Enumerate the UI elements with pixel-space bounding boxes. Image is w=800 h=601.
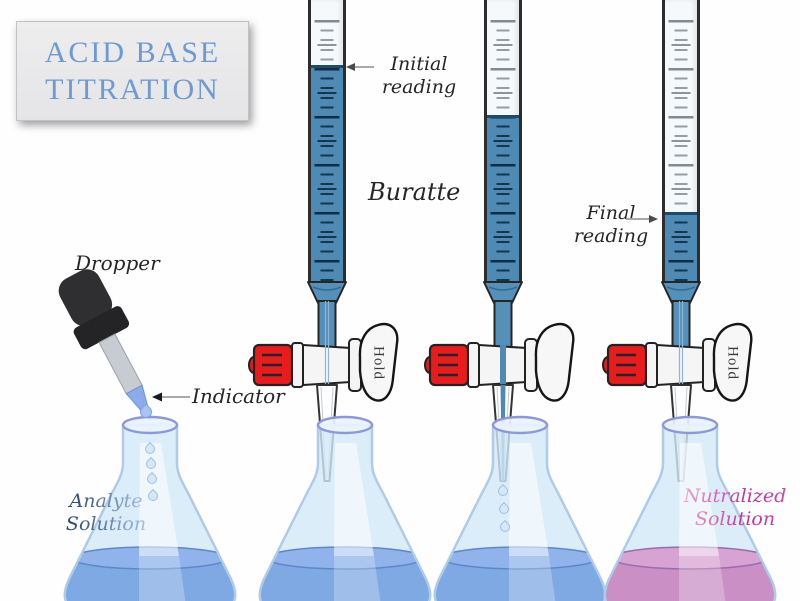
dropper-collar [73, 306, 130, 350]
burette-neck [493, 300, 513, 350]
bore-lines [678, 301, 684, 385]
glass-joint-line [312, 286, 342, 291]
flask-outline [258, 423, 432, 601]
burette-tube [662, 0, 700, 283]
stopcock-plug-ridges [262, 353, 282, 377]
flask-mouth [316, 415, 374, 435]
label-analyte-solution: Analyte Solution [58, 490, 154, 536]
liquid-stream [500, 345, 506, 385]
glass-highlight [139, 443, 179, 556]
stopcock-plug-ridges [616, 353, 636, 377]
glass-highlight [139, 556, 187, 601]
glass-highlight [334, 556, 382, 601]
page-title-line2: TITRATION [45, 73, 220, 106]
stopcock-assembly: Hold [602, 281, 753, 482]
flask-outline [63, 423, 237, 601]
arrow-initial-reading [346, 63, 374, 71]
neutralized-flask [603, 415, 777, 601]
flask-mouth [121, 415, 179, 435]
dropper-bulb [58, 269, 113, 327]
glass-highlight [509, 556, 557, 601]
flask-outline [433, 423, 607, 601]
label-dropper: Dropper [75, 251, 160, 275]
stopcock-handle-label: Hold [725, 346, 741, 380]
label-indicator: Indicator [192, 384, 285, 408]
analyte-flask [63, 415, 237, 601]
flask-under-open-burette [433, 415, 607, 601]
flask-mouth [661, 415, 719, 435]
stopcock-body [302, 344, 352, 386]
burette-shoulder [661, 281, 701, 304]
stopcock-handle [712, 322, 753, 402]
burette-liquid [665, 212, 697, 283]
label-initial-reading: Initial reading [381, 53, 457, 98]
arrow-indicator [152, 392, 190, 402]
flask-mouth [491, 415, 549, 435]
page-title-line1: ACID BASE [44, 36, 221, 69]
burette-shoulder [307, 281, 347, 304]
title-card: ACID BASE TITRATION [16, 21, 249, 121]
glass-joint-line [666, 286, 696, 291]
arrow-final-reading [626, 215, 658, 223]
burette-tube [308, 0, 346, 283]
burette-final: Hold [601, 0, 761, 495]
burette-neck [317, 300, 337, 350]
bore-lines [324, 301, 330, 385]
burette-tube [484, 0, 522, 283]
tick-marks-major [314, 68, 340, 283]
tick-marks-major [668, 215, 694, 283]
tick-marks-major [490, 118, 516, 283]
stopcock-handle-label: Hold [371, 346, 387, 380]
burette-initial: Hold [247, 0, 407, 495]
stopcock-collar-left [291, 342, 304, 388]
label-buratte: Buratte [368, 178, 461, 206]
stopcock-handle [358, 322, 399, 402]
burette-shoulder [483, 281, 523, 304]
glass-joint-line [488, 286, 518, 291]
stopcock-collar-left [467, 342, 480, 388]
flask-outline [603, 423, 777, 601]
stopcock-body [656, 344, 706, 386]
burette-liquid [311, 65, 343, 283]
stopcock-handle [534, 322, 575, 402]
label-neutralized-solution: Nutralized Solution [678, 485, 792, 531]
glass-highlight [509, 443, 549, 556]
burette-liquid [487, 115, 519, 283]
glass-highlight [334, 443, 374, 556]
burette-neck [671, 300, 691, 350]
flask-under-initial-burette [258, 415, 432, 601]
dropper-tube [98, 333, 143, 395]
stopcock-collar-left [645, 342, 658, 388]
glass-highlight [679, 443, 719, 556]
glass-highlight [679, 556, 727, 601]
label-final-reading: Final reading [573, 202, 649, 247]
stopcock-plug-ridges [438, 353, 458, 377]
